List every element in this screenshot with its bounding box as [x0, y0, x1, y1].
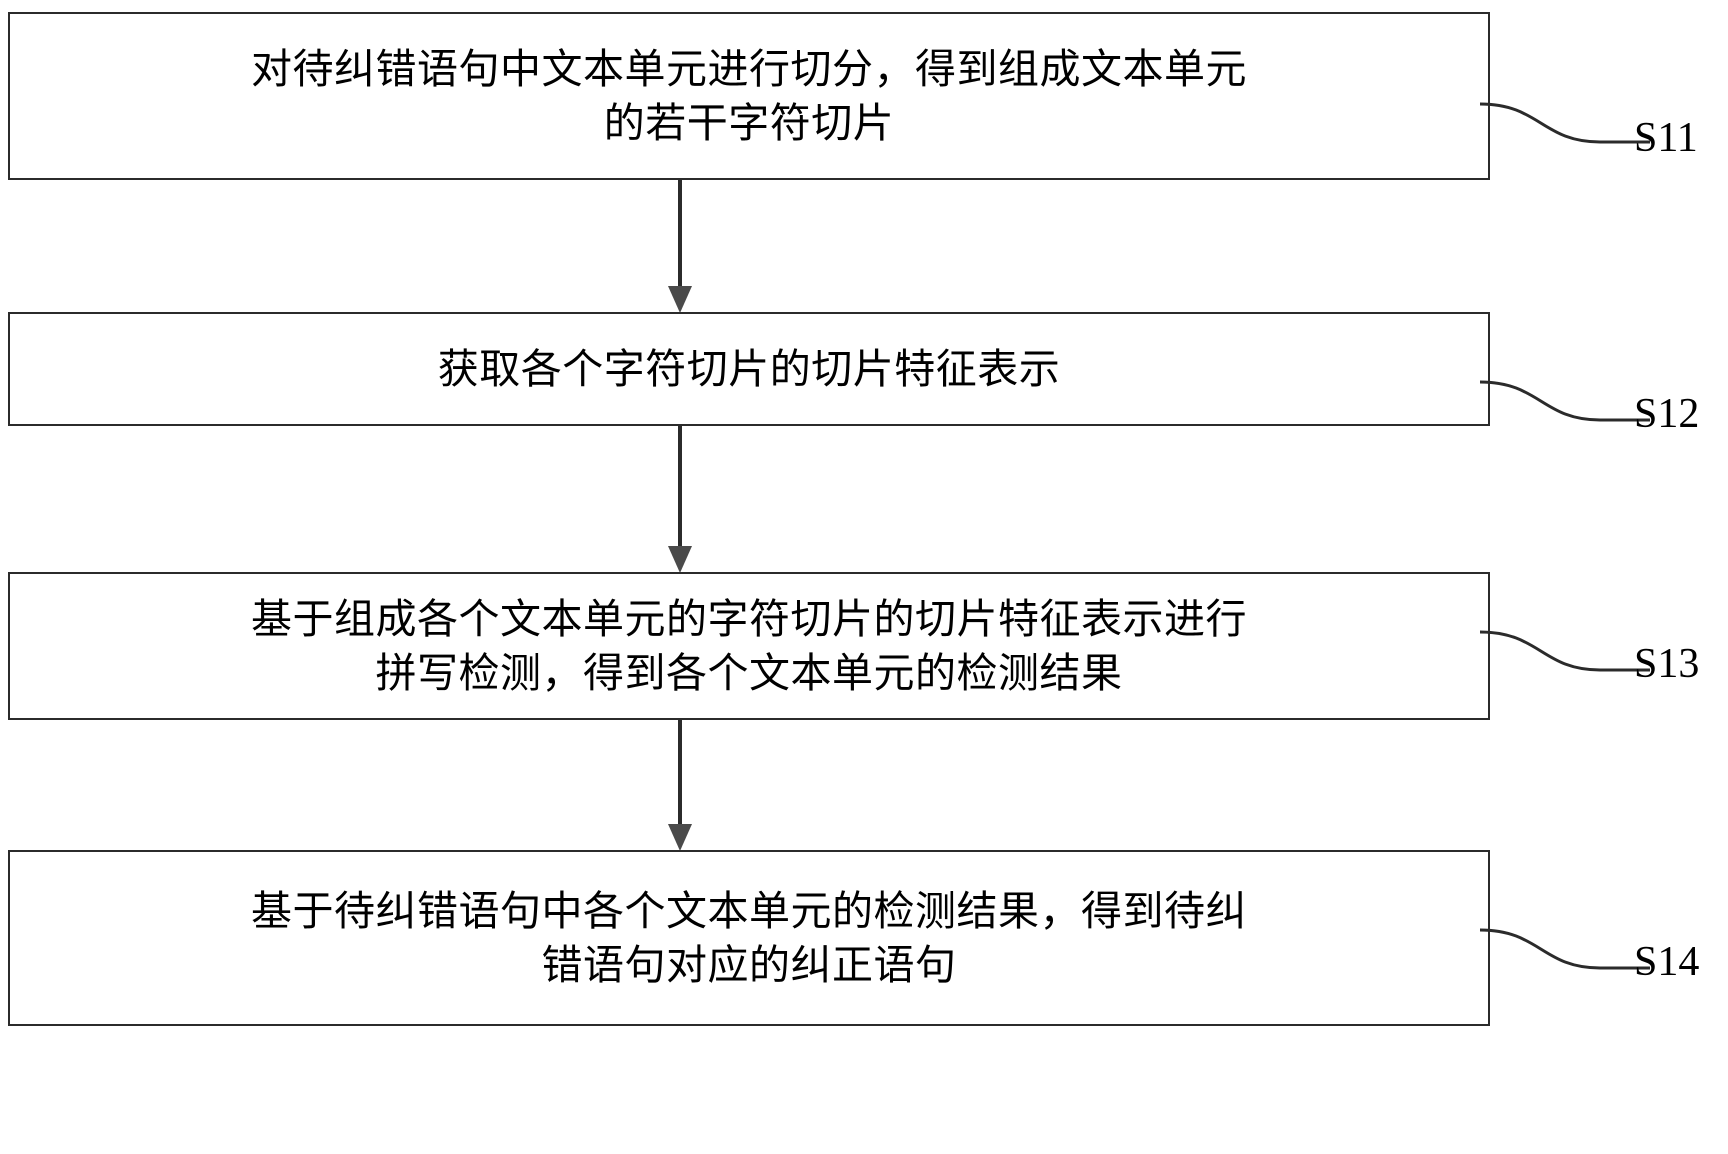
connector-s13-to-s14	[668, 720, 692, 851]
leader-line-s14	[1480, 928, 1650, 970]
step-s14-text: 基于待纠错语句中各个文本单元的检测结果，得到待纠 错语句对应的纠正语句	[251, 887, 1247, 988]
flowchart-step-s13: 基于组成各个文本单元的字符切片的切片特征表示进行 拼写检测，得到各个文本单元的检…	[8, 572, 1490, 720]
leader-line-s12	[1480, 380, 1650, 422]
flowchart-step-s12: 获取各个字符切片的切片特征表示	[8, 312, 1490, 426]
flowchart-step-s14: 基于待纠错语句中各个文本单元的检测结果，得到待纠 错语句对应的纠正语句	[8, 850, 1490, 1026]
connector-s12-to-s13	[668, 426, 692, 573]
leader-line-s11	[1480, 102, 1650, 144]
step-s11-text: 对待纠错语句中文本单元进行切分，得到组成文本单元 的若干字符切片	[251, 45, 1247, 146]
step-s12-text: 获取各个字符切片的切片特征表示	[437, 345, 1061, 392]
step-s13-text: 基于组成各个文本单元的字符切片的切片特征表示进行 拼写检测，得到各个文本单元的检…	[251, 595, 1247, 696]
leader-line-s13	[1480, 630, 1650, 672]
step-label-s12: S12	[1634, 391, 1700, 437]
step-label-s11: S11	[1634, 115, 1698, 161]
step-label-s13: S13	[1634, 641, 1700, 687]
flowchart-step-s11: 对待纠错语句中文本单元进行切分，得到组成文本单元 的若干字符切片	[8, 12, 1490, 180]
connector-s11-to-s12	[668, 180, 692, 313]
step-label-s14: S14	[1634, 939, 1700, 985]
